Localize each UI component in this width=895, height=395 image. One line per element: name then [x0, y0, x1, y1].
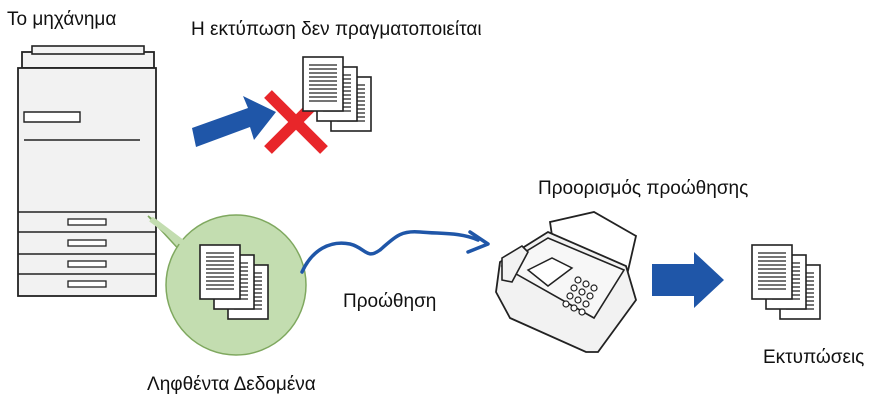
- forward-arrow: [300, 229, 490, 274]
- machine-label: Το μηχάνημα: [7, 9, 117, 30]
- fax-machine-icon: [495, 211, 638, 353]
- printouts-label: Εκτυπώσεις: [763, 347, 865, 368]
- forward-label: Προώθηση: [343, 291, 437, 312]
- destination-label: Προορισμός προώθησης: [538, 178, 749, 199]
- received-data-label: Ληφθέντα Δεδομένα: [147, 374, 316, 395]
- multifunction-printer-icon: [17, 45, 157, 297]
- document-stack-icon: [303, 57, 371, 131]
- no-print-label: Η εκτύπωση δεν πραγματοποιείται: [191, 19, 482, 40]
- blue-arrow-icon: [652, 252, 724, 308]
- printouts-document-stack-icon: [752, 245, 820, 319]
- blocked-arrow: [192, 96, 276, 147]
